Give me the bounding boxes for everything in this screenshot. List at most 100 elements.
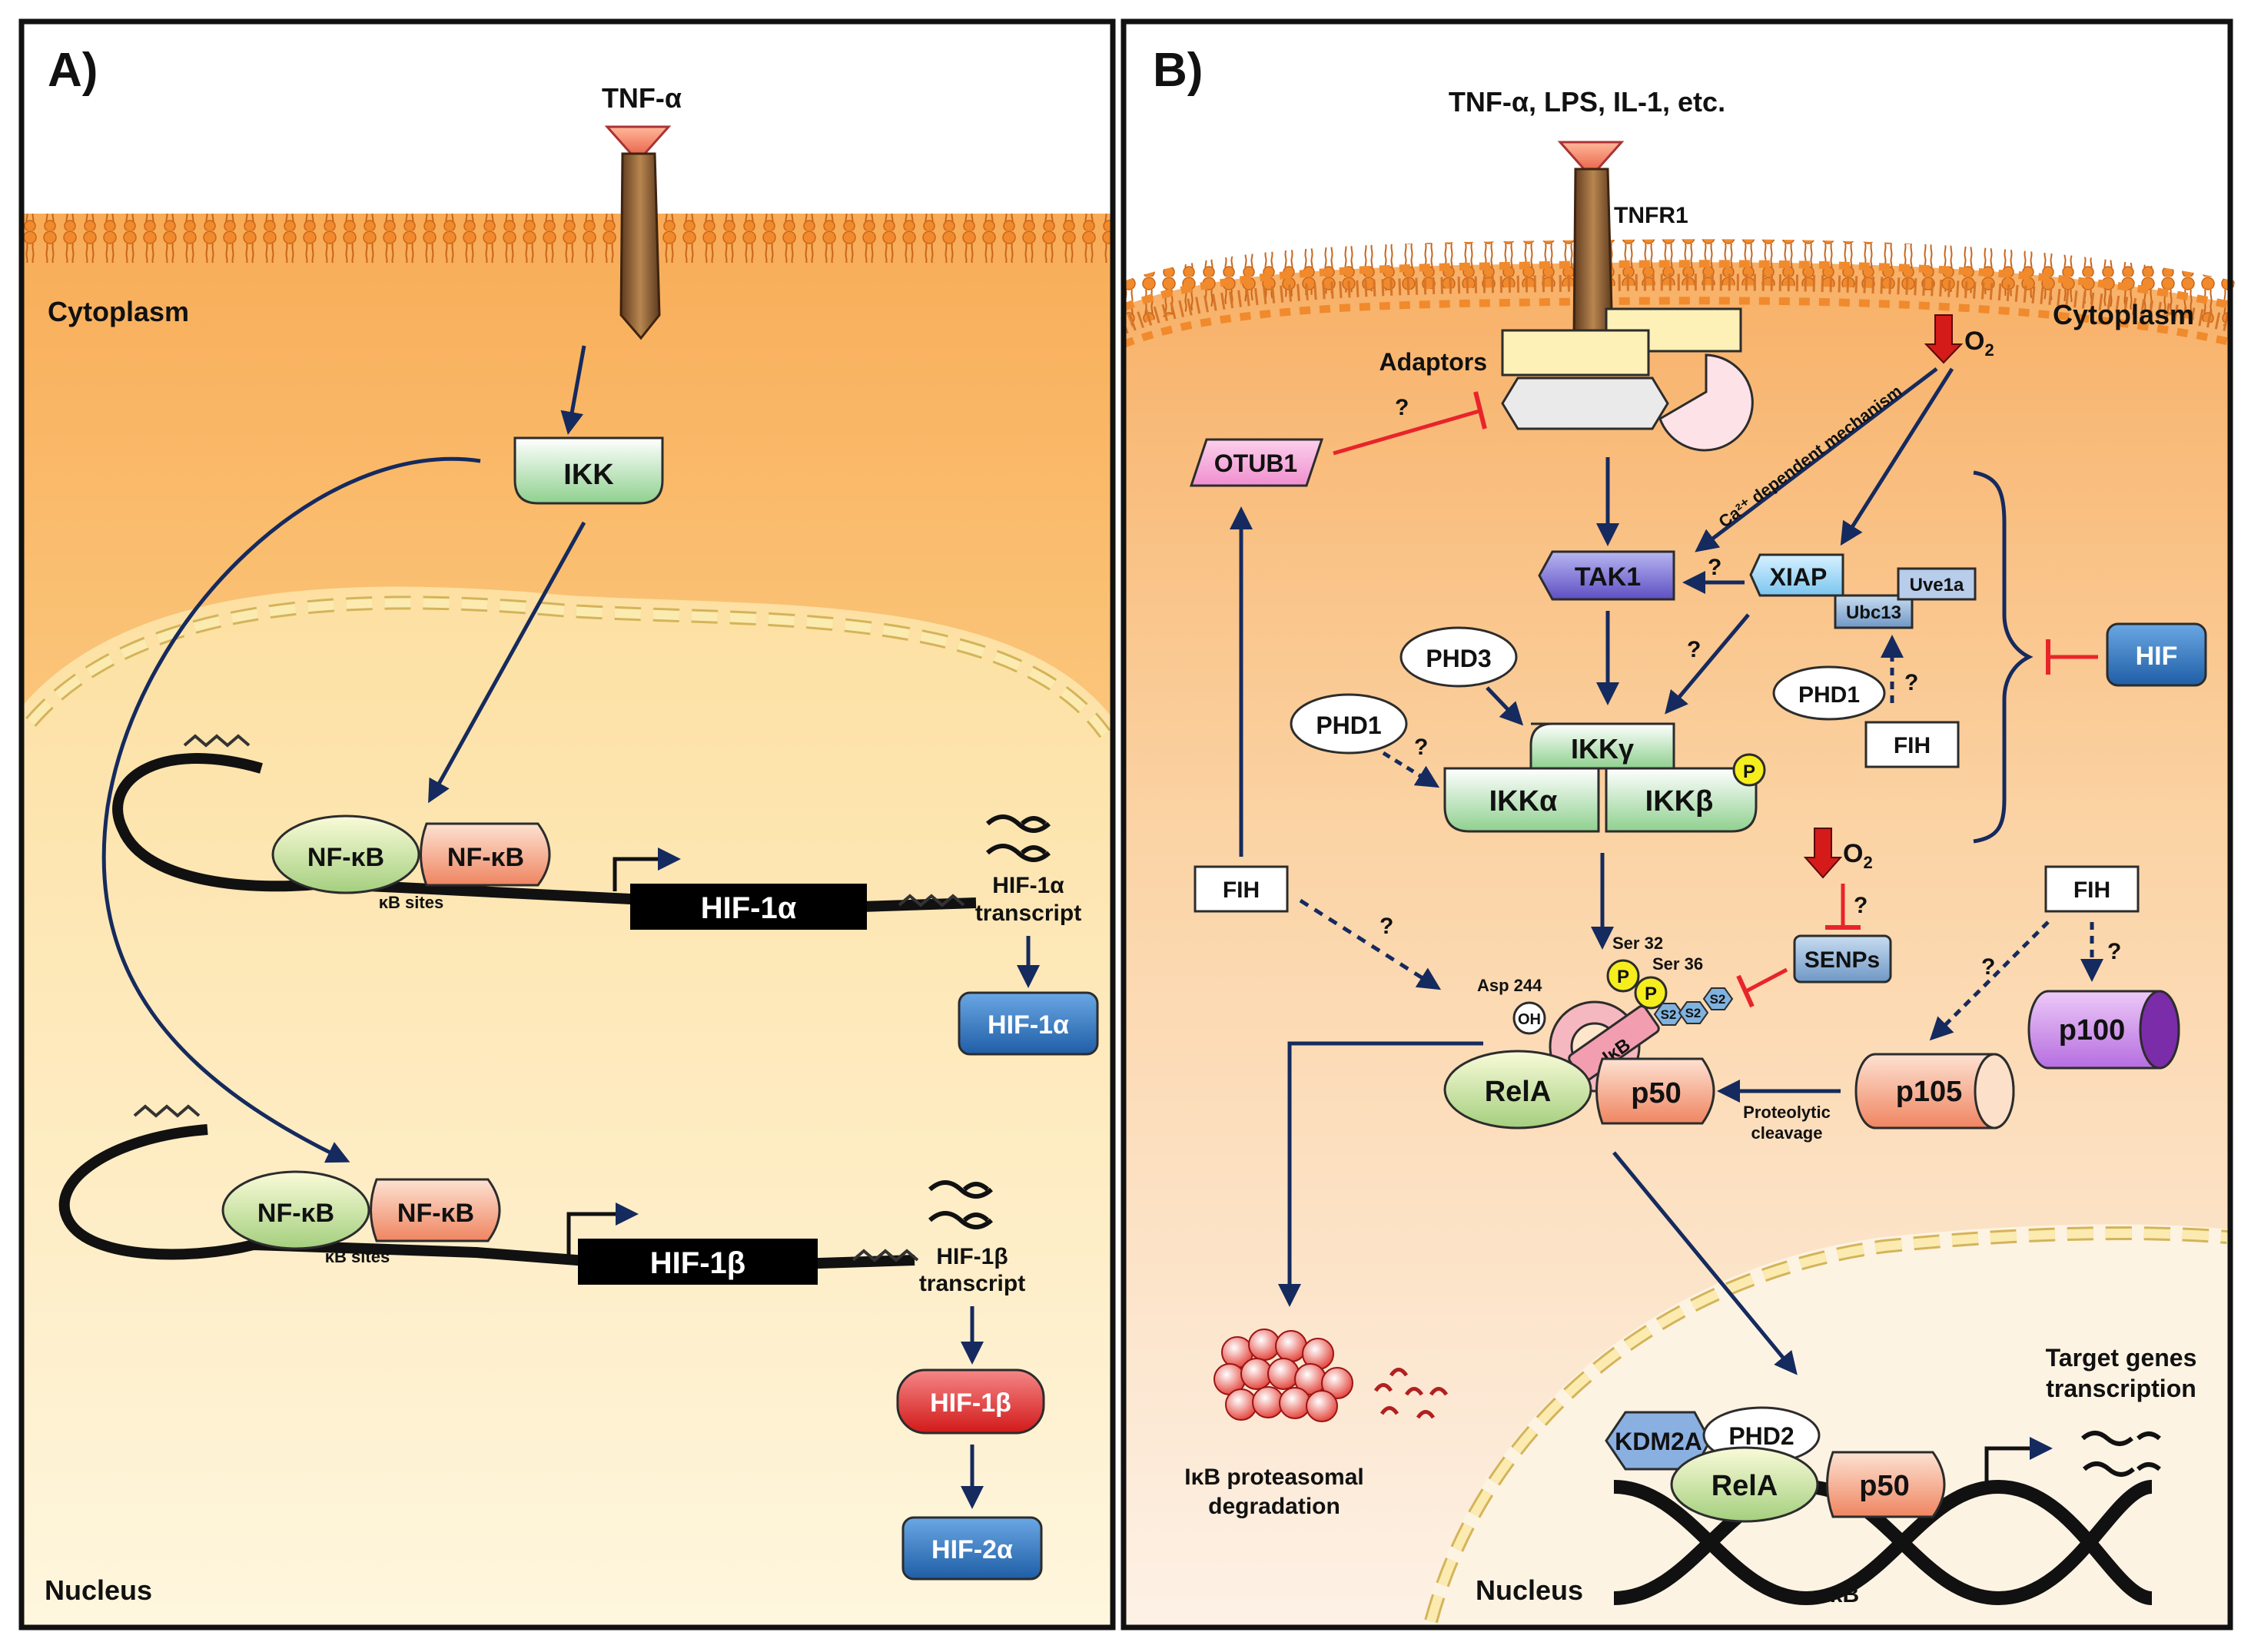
arrow-to-degradation <box>1278 1041 1483 1307</box>
adaptor-box-top <box>1501 329 1650 377</box>
ser36-label: Ser 36 <box>1652 954 1703 974</box>
hif1b-transcript-squiggle-b <box>962 1182 990 1222</box>
sumo-label-2: S2 <box>1685 1006 1702 1020</box>
p50-nuclear-label: p50 <box>1859 1470 1909 1502</box>
q-fih-p100: ? <box>2107 939 2121 964</box>
dna-end-2a <box>133 1104 201 1118</box>
rela-nuclear-oval <box>1670 1446 1819 1523</box>
hif1a-protein-label: HIF-1α <box>988 1010 1069 1040</box>
kb-site-label: κB <box>1830 1582 1859 1607</box>
gene1-nfkb2-label: NF-κB <box>447 843 524 872</box>
inhibit-senps-s2 <box>1745 967 1788 994</box>
q-fih-p105: ? <box>1981 954 1995 980</box>
hif2a-protein-box <box>901 1516 1043 1581</box>
o2-down-arrow-mid <box>1803 828 1843 879</box>
fih-mid-label: FIH <box>1894 733 1931 758</box>
uve1a-box <box>1897 567 1977 601</box>
ikkb-phospho-label: P <box>1743 761 1755 782</box>
panel-b-label: B) <box>1153 44 1203 97</box>
arrow-ikk-to-gene1 <box>428 521 586 804</box>
target-genes-label-1: Target genes <box>2046 1344 2197 1372</box>
target-transcript-squiggle-b <box>2136 1431 2161 1471</box>
cleavage-label-1: Proteolytic <box>1743 1103 1831 1122</box>
cleavage-label-2: cleavage <box>1751 1123 1823 1143</box>
xiap-label: XIAP <box>1770 563 1828 591</box>
ikkg-box <box>1529 722 1675 770</box>
ser36-phospho-circle <box>1634 976 1668 1010</box>
sumo-hex-2 <box>1678 1001 1709 1024</box>
degradation-label-2: degradation <box>1208 1494 1340 1519</box>
hif1a-transcript-squiggle-a <box>985 814 1051 862</box>
otub1-box <box>1189 438 1324 487</box>
p50-half <box>1595 1057 1715 1125</box>
arrow-nfkb-to-nucleus <box>1612 1151 1798 1375</box>
sumo-label-3: S2 <box>1710 992 1726 1007</box>
ser32-phospho-label: P <box>1617 967 1629 987</box>
ikka-label: IKKα <box>1489 785 1558 818</box>
arrow-o2-to-xiap <box>1840 367 1954 546</box>
fih-right-label: FIH <box>2073 877 2110 903</box>
hif1b-transcript-squiggle-a <box>928 1180 994 1229</box>
xiap-box <box>1749 553 1844 597</box>
p100-label: p100 <box>2059 1014 2126 1047</box>
dna-end-2b <box>852 1249 919 1262</box>
nfkb-oval-1 <box>271 814 420 894</box>
adaptor-hexagon <box>1501 377 1669 430</box>
fih-left-box <box>1194 865 1289 913</box>
panel-a-label: A) <box>48 44 98 97</box>
hif-box <box>2106 622 2207 687</box>
panel-a-extracellular <box>22 22 1113 214</box>
q-phd1-ikka: ? <box>1414 735 1428 760</box>
phd1-right-oval <box>1772 665 1886 721</box>
ser32-label: Ser 32 <box>1612 934 1663 953</box>
brace-bracket <box>1973 470 2034 844</box>
rela-nuclear-label: RelA <box>1711 1470 1778 1502</box>
hif1a-gene-label: HIF-1α <box>701 891 797 925</box>
ligand-triangle-b <box>1557 141 1625 179</box>
hif1a-gene-box <box>630 884 867 930</box>
proteasome-icon <box>1213 1329 1353 1422</box>
nfkb-oval-2 <box>221 1170 370 1250</box>
peptide-fragments-icon <box>1373 1368 1449 1419</box>
oh-label: OH <box>1518 1011 1541 1028</box>
ikkb-box <box>1605 767 1758 833</box>
hif1a-transcript-label-1: HIF-1α <box>992 873 1064 898</box>
hif1b-protein-box <box>896 1368 1045 1435</box>
oh-circle <box>1512 1001 1546 1035</box>
fih-mid-box <box>1864 721 1960 768</box>
panel-b-membrane-heads-bottom <box>1122 297 2232 348</box>
ikkb-label: IKKβ <box>1645 785 1714 818</box>
gene2-sites-label: κB sites <box>325 1247 390 1266</box>
nfkb-half-2 <box>370 1178 501 1242</box>
nuclear-promoter-arrow <box>1984 1437 2053 1491</box>
phd1-left-oval <box>1290 693 1408 755</box>
senps-label: SENPs <box>1804 947 1880 973</box>
adaptors-label: Adaptors <box>1379 348 1487 376</box>
nfkb-half-1 <box>420 822 551 887</box>
arrow-phd1-to-ikka <box>1382 751 1440 788</box>
panel-b-nuclear-envelope-inner <box>1426 1229 2228 1623</box>
panel-a: A) TNF-α Cytoplasm Nucleus IKK NF-κB NF-… <box>18 18 1116 1630</box>
dna-end-1b <box>898 894 965 907</box>
arrow-o2-to-tak1 <box>1695 367 1938 552</box>
gene1-sites-label: κB sites <box>379 893 443 912</box>
arrow-xiap-to-ikk <box>1665 613 1750 715</box>
arrow-ikk-to-gene2 <box>101 456 481 1163</box>
o2-mid-label: O2 <box>1843 839 1873 872</box>
phd2-label: PHD2 <box>1728 1422 1794 1450</box>
ser36-phospho-label: P <box>1645 984 1657 1004</box>
gene1-nfkb1-label: NF-κB <box>307 843 384 872</box>
inhibit-otub1-adaptors-bar <box>1473 391 1487 430</box>
q-xiap-ikk: ? <box>1687 637 1701 662</box>
hif1b-transcript-label-2: transcript <box>919 1271 1025 1296</box>
promoter-arrow-1 <box>613 848 681 891</box>
adaptor-pacman <box>1658 353 1754 452</box>
hif1a-transcript-label-2: transcript <box>975 901 1081 926</box>
ikkb-phospho-circle <box>1732 753 1766 787</box>
hif1b-gene-box <box>578 1239 818 1285</box>
target-genes-label-2: transcription <box>2046 1375 2196 1402</box>
senps-box <box>1793 934 1892 984</box>
dna-strand-2 <box>58 1124 915 1274</box>
panel-b-nucleus <box>1422 1224 2230 1627</box>
